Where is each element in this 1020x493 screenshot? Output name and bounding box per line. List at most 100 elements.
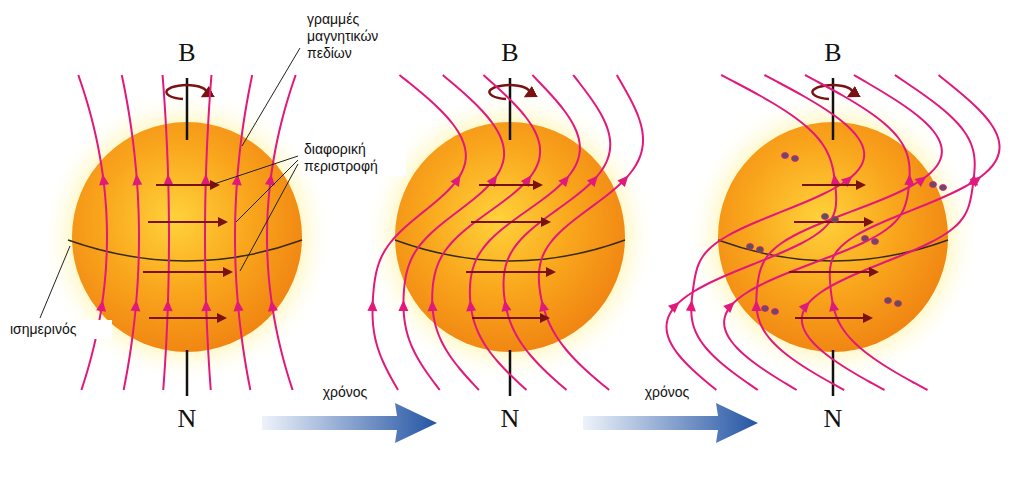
field-arrowhead	[799, 298, 814, 313]
magnetic-field-line	[830, 75, 1000, 390]
sunspot	[895, 301, 902, 307]
magnetic-field-line	[205, 75, 211, 390]
field-arrowhead	[904, 174, 914, 185]
leader-line	[214, 156, 298, 184]
field-arrowhead	[266, 299, 277, 311]
sunspot	[872, 239, 879, 245]
field-arrowhead	[367, 300, 377, 311]
callout-label: διαφορική περιστροφή	[302, 140, 406, 176]
field-arrowhead	[617, 172, 632, 187]
field-arrowhead	[201, 174, 211, 185]
sunspot	[930, 182, 937, 188]
time-label: χρόνος	[622, 384, 712, 401]
field-arrowhead	[450, 172, 464, 187]
rotation-arrow	[148, 221, 226, 223]
pole-letter: Β	[813, 40, 853, 66]
sunspot	[782, 153, 789, 159]
pole-letter: Ν	[167, 406, 207, 432]
pole-letter: Β	[490, 40, 530, 66]
sunspot	[940, 185, 947, 191]
callout-label: ισημερινός	[8, 320, 112, 339]
pole-letter: Β	[167, 40, 207, 66]
field-arrowhead	[827, 299, 839, 312]
rotation-axis	[186, 78, 189, 140]
magnetic-field-line	[403, 75, 504, 390]
magnetic-field-line	[504, 75, 611, 390]
rotation-arrow	[471, 221, 549, 223]
rotation-arrow	[466, 271, 554, 273]
magnetic-field-line	[724, 75, 910, 390]
field-arrowhead	[130, 300, 141, 312]
field-arrowhead	[98, 173, 109, 185]
field-arrowhead	[398, 300, 408, 311]
sunspot	[757, 247, 764, 253]
leader-line	[40, 246, 70, 318]
leader-line	[236, 160, 298, 222]
time-arrow	[583, 403, 758, 443]
field-arrowhead	[686, 300, 697, 312]
sunspot	[792, 156, 799, 162]
magnetic-field-line	[163, 75, 169, 390]
rotation-arrow	[489, 85, 529, 99]
sunspot	[822, 214, 829, 220]
rotation-axis	[509, 78, 512, 140]
time-label: χρόνος	[300, 384, 390, 401]
field-arrowhead	[668, 298, 683, 313]
leader-line	[242, 48, 300, 146]
rotation-arrow	[795, 317, 871, 319]
field-arrowhead	[751, 300, 761, 311]
rotation-arrow	[472, 317, 548, 319]
magnetic-field-line	[373, 75, 466, 390]
magnetic-field-line	[235, 75, 252, 390]
field-arrowhead	[829, 173, 840, 185]
field-arrowhead	[915, 172, 930, 187]
sunspot	[762, 306, 769, 312]
time-arrow	[262, 403, 437, 443]
rotation-arrow	[479, 184, 541, 186]
field-arrowhead	[558, 172, 573, 187]
field-arrowhead	[233, 300, 244, 312]
magnetic-field-line	[756, 75, 942, 390]
rotation-arrow	[143, 271, 231, 273]
rotation-arrow	[166, 85, 206, 99]
field-arrowhead	[201, 300, 211, 311]
sunspot	[772, 309, 779, 315]
sun-sphere	[718, 122, 948, 352]
rotation-axis	[832, 350, 835, 396]
magnetic-field-line	[691, 75, 864, 390]
equator-line	[395, 240, 625, 261]
magnetic-field-line	[470, 75, 580, 390]
field-arrowhead	[163, 174, 173, 185]
rotation-arrow	[789, 271, 877, 273]
field-arrowhead	[96, 299, 107, 311]
magnetic-field-line	[539, 75, 643, 390]
field-arrowhead	[537, 299, 549, 312]
rotation-axis	[186, 350, 189, 396]
rotation-arrow	[149, 317, 225, 319]
field-arrowhead	[465, 300, 476, 312]
sunspot	[747, 244, 754, 250]
field-arrowhead	[587, 172, 602, 187]
rotation-axis	[832, 78, 835, 140]
field-arrowhead	[970, 172, 985, 187]
field-arrowhead	[163, 300, 173, 311]
magnetic-field-line	[122, 75, 139, 390]
leader-line	[240, 164, 298, 271]
sunspot	[885, 298, 892, 304]
field-arrowhead	[723, 298, 738, 313]
magnetic-field-line	[666, 75, 836, 390]
rotation-arrow	[156, 184, 218, 186]
sunspot	[832, 217, 839, 223]
magnetic-field-line	[267, 75, 296, 390]
magnetic-field-line	[802, 75, 975, 390]
magnetic-field-line	[432, 75, 540, 390]
rotation-arrow	[802, 184, 864, 186]
callout-label: γραμμές μαγνητικών πεδίων	[305, 10, 427, 62]
magnetic-field-line	[78, 75, 107, 390]
pole-letter: Ν	[813, 406, 853, 432]
sunspot	[862, 236, 869, 242]
sun-sphere	[395, 122, 625, 352]
pole-letter: Ν	[490, 406, 530, 432]
field-arrowhead	[427, 300, 437, 311]
